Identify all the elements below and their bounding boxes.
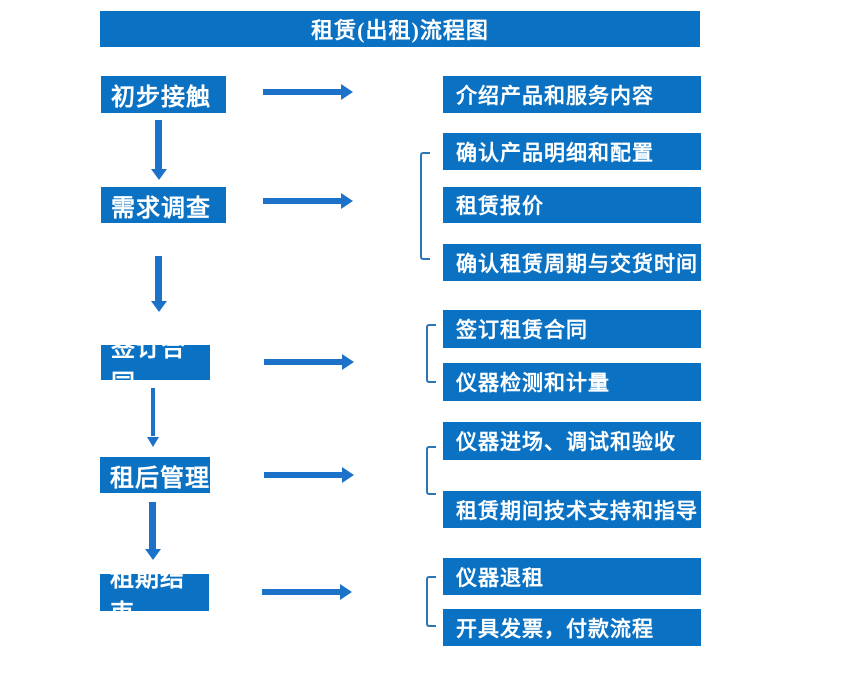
detail-box-confirm-period-delivery: 确认租赁周期与交货时间 xyxy=(443,244,701,281)
arrow-head xyxy=(151,169,167,180)
detail-box-tech-support-guidance: 租赁期间技术支持和指导 xyxy=(443,491,701,528)
detail-box-instrument-return: 仪器退租 xyxy=(443,558,701,595)
arrow-right-icon-4 xyxy=(264,467,354,483)
arrow-shaft xyxy=(155,256,162,301)
arrow-head xyxy=(341,193,353,209)
arrow-shaft xyxy=(149,502,156,549)
detail-box-instrument-entry-debug-acceptance: 仪器进场、调试和验收 xyxy=(443,422,701,460)
arrow-head xyxy=(342,467,354,483)
arrow-shaft xyxy=(263,89,342,95)
bracket-group-sign-contract xyxy=(426,324,436,383)
bracket-group-post-rental xyxy=(426,446,436,495)
arrow-shaft xyxy=(155,120,162,169)
arrow-down-icon-2 xyxy=(151,256,167,312)
arrow-head xyxy=(151,301,167,312)
arrow-shaft xyxy=(264,472,343,478)
detail-box-rental-quotation: 租赁报价 xyxy=(443,187,701,223)
detail-box-sign-rental-contract: 签订租赁合同 xyxy=(443,310,701,348)
arrow-down-icon-4 xyxy=(145,502,161,560)
bracket-group-lease-end xyxy=(426,576,436,627)
detail-box-instrument-test-metering: 仪器检测和计量 xyxy=(443,363,701,401)
arrow-right-icon-3 xyxy=(264,354,354,370)
stage-box-sign-contract: 签订合同 xyxy=(101,336,210,397)
title-bar: 租赁(出租)流程图 xyxy=(100,11,700,47)
stage-box-lease-end: 租期结束 xyxy=(100,566,209,627)
arrow-right-icon-5 xyxy=(262,584,352,600)
stage-box-post-rental-management: 租后管理 xyxy=(100,457,210,493)
detail-box-confirm-product-config: 确认产品明细和配置 xyxy=(443,133,701,170)
arrow-head xyxy=(342,354,354,370)
arrow-right-icon-1 xyxy=(263,84,353,100)
arrow-head xyxy=(340,584,352,600)
arrow-shaft xyxy=(151,388,155,436)
arrow-head xyxy=(147,437,159,447)
detail-box-invoice-payment: 开具发票，付款流程 xyxy=(443,609,701,646)
stage-box-initial-contact: 初步接触 xyxy=(101,76,226,113)
arrow-head xyxy=(341,84,353,100)
arrow-head xyxy=(145,549,161,560)
arrow-down-icon-1 xyxy=(151,120,167,180)
arrow-shaft xyxy=(263,198,342,204)
detail-box-introduce-products: 介绍产品和服务内容 xyxy=(443,76,701,113)
stage-box-demand-survey: 需求调查 xyxy=(101,187,226,223)
arrow-shaft xyxy=(262,589,341,595)
arrow-right-icon-2 xyxy=(263,193,353,209)
arrow-down-icon-3 xyxy=(145,388,161,447)
bracket-group-demand-survey xyxy=(420,152,430,260)
arrow-shaft xyxy=(264,359,343,365)
